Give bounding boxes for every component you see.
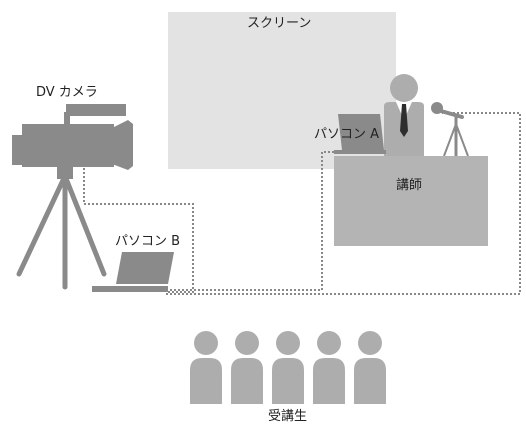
- pc-b-laptop-icon: [92, 252, 174, 292]
- screen-label: スクリーン: [247, 16, 312, 31]
- pc-a-label: パソコン A: [314, 127, 380, 142]
- audience-label: 受講生: [268, 409, 308, 424]
- cable-lines: [83, 112, 521, 295]
- microphone-icon: [431, 102, 469, 157]
- audience-person-icon: [354, 331, 386, 404]
- audience-person-icon: [231, 331, 263, 404]
- video-camera-icon: [12, 104, 133, 170]
- audience-group: [190, 331, 386, 404]
- dv-camera-label: DV カメラ: [36, 85, 98, 100]
- audience-person-icon: [190, 331, 222, 404]
- pc-a-laptop-icon: [334, 114, 386, 154]
- tripod-head: [57, 166, 73, 179]
- lecturer-label: 講師: [396, 178, 423, 193]
- cable-camera-to-pc-b: [83, 168, 194, 293]
- cable-pc-b-to-pc-a: [166, 151, 343, 291]
- lecturer-podium: [334, 156, 488, 246]
- audience-person-icon: [313, 331, 345, 404]
- audience-person-icon: [272, 331, 304, 404]
- pc-b-label: パソコン B: [115, 234, 181, 249]
- lecturer-person-icon: [384, 74, 424, 162]
- tripod-icon: [16, 173, 107, 290]
- cable-pc-b-to-microphone: [166, 112, 521, 295]
